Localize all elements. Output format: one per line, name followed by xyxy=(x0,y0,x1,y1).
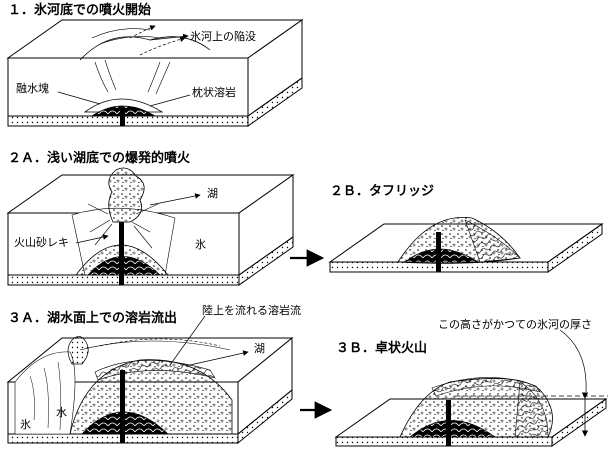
panel-2b: ２Ｂ．タフリッジ xyxy=(328,184,604,273)
panel-1: １．氷河底での噴火開始 氷河上の陥没 融水塊 枕状溶岩 xyxy=(6,2,304,127)
panel-3b: ３Ｂ．卓状火山 この高さがかつての氷河の厚さ xyxy=(334,317,608,447)
meltwater-pocket xyxy=(83,98,164,113)
feeder-dyke-2a xyxy=(119,222,124,285)
label-thickness-note: この高さがかつての氷河の厚さ xyxy=(438,317,592,331)
label-lake-3a: 湖 xyxy=(254,342,265,355)
leader-meltwater xyxy=(57,91,101,105)
steam-plume-3a xyxy=(67,336,89,365)
arrow-hyaloclastite xyxy=(75,234,109,244)
feeder-dyke-3b xyxy=(446,400,451,446)
subsidence-arrows xyxy=(129,25,186,56)
leader-pillow-lava xyxy=(149,94,191,107)
arrow-lake-3a xyxy=(189,350,249,366)
pillow-core-3b xyxy=(408,420,497,438)
ridge-flanks xyxy=(464,219,521,263)
eruption-plume xyxy=(108,167,145,223)
label-lake-2a: 湖 xyxy=(207,187,218,200)
leader-subaerial-lava xyxy=(169,315,206,366)
label-meltwater-pocket: 融水塊 xyxy=(16,82,49,95)
ice-crevasses xyxy=(91,28,171,95)
glacier-sag xyxy=(79,36,211,61)
panel-2a: ２Ａ．浅い湖底での爆発的噴火 湖 火山砂レキ 氷 xyxy=(6,150,295,286)
panel-2a-title: ２Ａ．浅い湖底での爆発的噴火 xyxy=(8,150,191,166)
leader-thickness-note xyxy=(559,329,587,393)
feeder-dyke xyxy=(120,108,125,126)
feeder-dyke-2b xyxy=(436,232,441,272)
label-pillow-lava: 枕状溶岩 xyxy=(192,85,236,99)
pillow-core-2b xyxy=(403,248,480,263)
panel-3a-title: ３Ａ．湖水面上での溶岩流出 xyxy=(8,310,177,326)
tuya-cap-3b xyxy=(431,377,541,397)
label-subaerial-lava: 陸上を流れる溶岩流 xyxy=(202,303,301,317)
glacier-surface-lines-3a xyxy=(79,338,231,351)
label-ice-2a: 氷 xyxy=(195,238,206,251)
panel-1-title: １．氷河底での噴火開始 xyxy=(8,2,151,18)
panel-3a: ３Ａ．湖水面上での溶岩流出 陸上を流れる溶岩流 湖 水 氷 xyxy=(6,303,301,445)
blast-lines xyxy=(87,203,159,249)
label-hyaloclastite: 火山砂レキ xyxy=(14,236,69,249)
label-ice-3a: 氷 xyxy=(20,418,31,431)
label-water-3a: 水 xyxy=(56,406,67,419)
arrow-lake-2a xyxy=(149,193,201,206)
ice-striations-3a xyxy=(29,361,61,431)
leader-subsidence xyxy=(149,33,189,41)
panel-2b-title: ２Ｂ．タフリッジ xyxy=(330,184,434,199)
label-glacier-subsidence: 氷河上の陥没 xyxy=(190,29,256,43)
panel-3b-title: ３Ｂ．卓状火山 xyxy=(336,340,427,356)
feeder-dyke-3a xyxy=(120,370,125,443)
